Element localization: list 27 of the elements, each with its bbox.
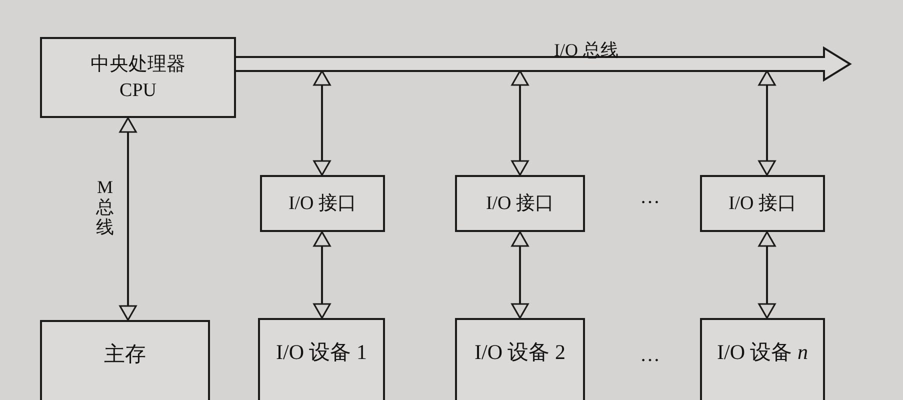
- ellipsis-label: …: [640, 186, 660, 209]
- double-arrow: [119, 117, 137, 321]
- bus-label: I/O 总线: [554, 39, 618, 62]
- box-text: I/O 设备 1: [276, 339, 367, 366]
- memory-box: [40, 320, 210, 400]
- double-arrow: [313, 231, 331, 319]
- interface-box: [260, 175, 385, 232]
- box-text: I/O 接口: [288, 192, 357, 216]
- interface-box: [455, 175, 585, 232]
- device-box: [258, 318, 385, 400]
- box-text: I/O 接口: [486, 192, 554, 216]
- double-arrow: [758, 231, 776, 319]
- device-box: [700, 318, 825, 400]
- box-text: 主存: [104, 341, 146, 368]
- interface-box: [700, 175, 825, 232]
- double-arrow: [758, 70, 776, 176]
- ellipsis-label: …: [640, 344, 660, 367]
- processor-box: [40, 37, 236, 118]
- box-text: 中央处理器 CPU: [90, 52, 186, 102]
- box-text: I/O 设备 2: [474, 339, 566, 366]
- edge-label: M 总线: [96, 178, 114, 238]
- device-box: [455, 318, 585, 400]
- double-arrow: [511, 70, 529, 176]
- box-text: I/O 接口: [728, 192, 797, 216]
- double-arrow: [511, 231, 529, 319]
- box-text: I/O 设备 n: [717, 339, 808, 366]
- double-arrow: [313, 70, 331, 176]
